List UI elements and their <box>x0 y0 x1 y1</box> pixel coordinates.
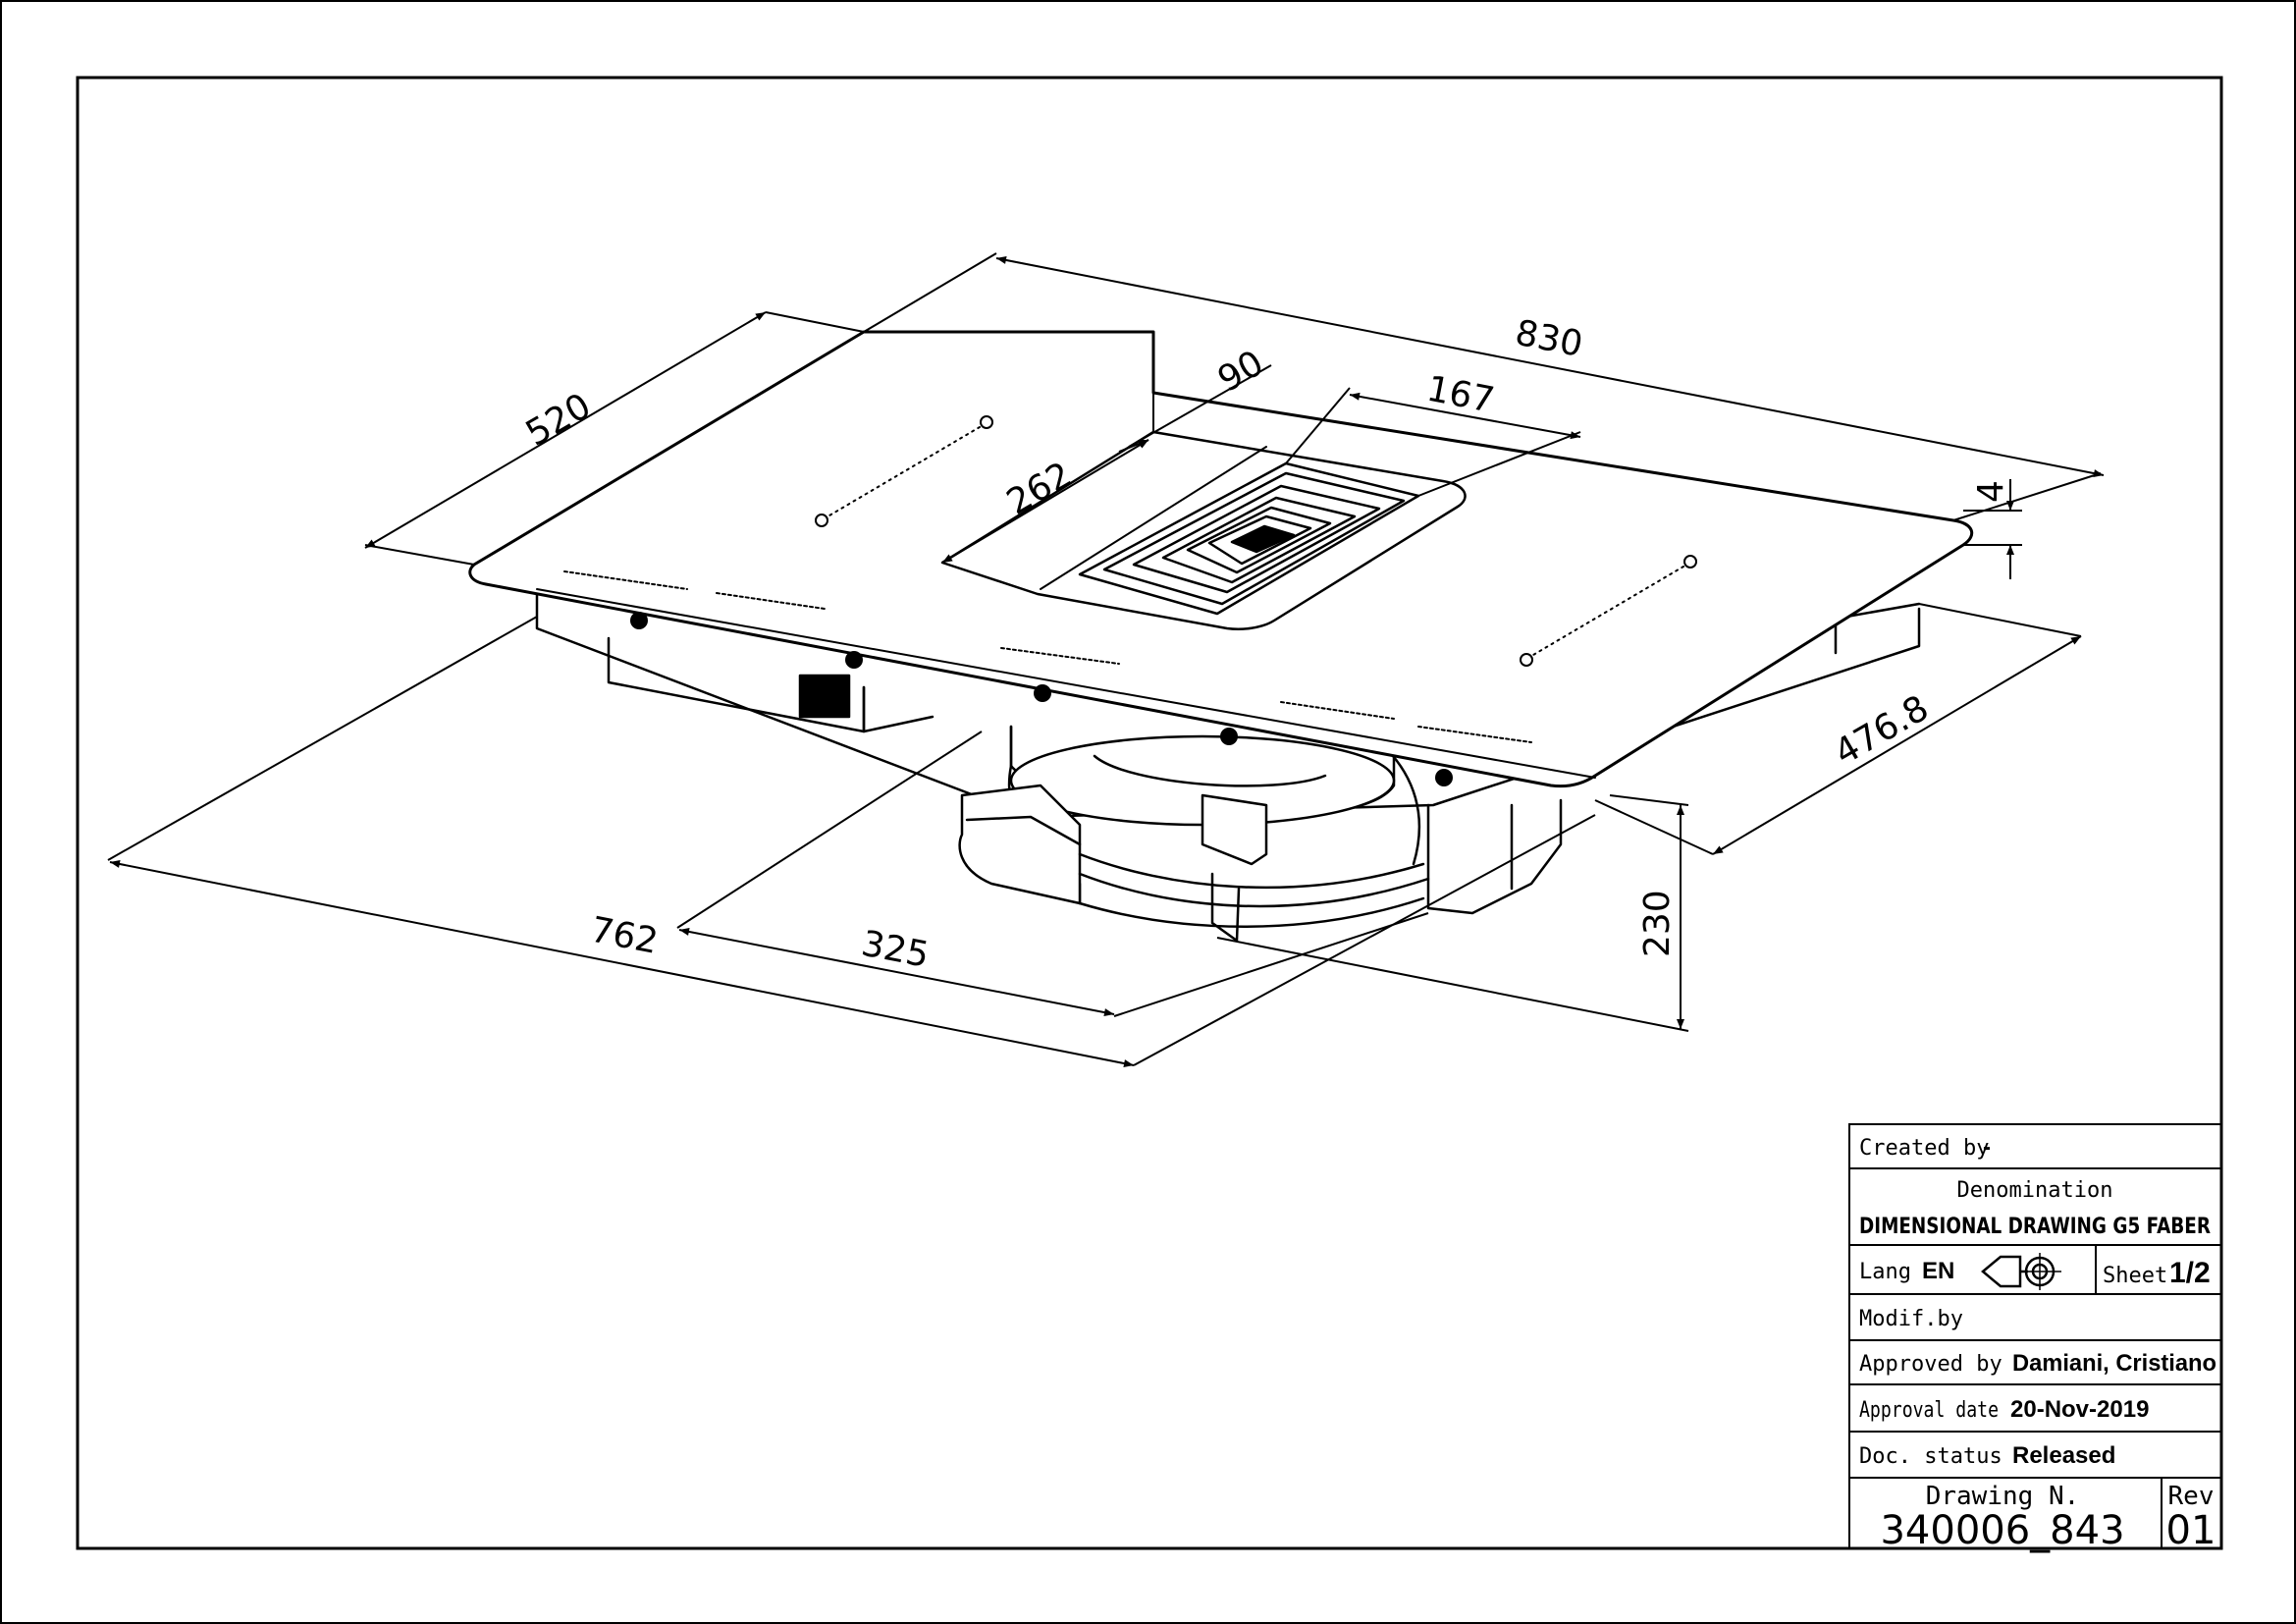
created-by-value: - <box>1983 1134 1991 1161</box>
drawing-no-label: Drawing N. <box>1926 1482 2080 1511</box>
dimension-lines <box>107 252 2105 1067</box>
drawing-frame <box>76 76 2223 1550</box>
dim-520-line <box>364 311 767 549</box>
approved-by-value: Damiani, Cristiano <box>2012 1350 2216 1377</box>
approved-by-label: Approved by <box>1859 1352 2002 1377</box>
dim-325: 325 <box>858 924 932 976</box>
dim-230: 230 <box>1637 890 1678 957</box>
dim-830: 830 <box>1512 313 1585 365</box>
dim-520: 520 <box>519 386 598 455</box>
sheet-value: 1/2 <box>2169 1257 2211 1289</box>
approval-date-value: 20-Nov-2019 <box>2010 1396 2149 1423</box>
dim-167: 167 <box>1423 369 1497 421</box>
denomination-value: DIMENSIONAL DRAWING G5 FABER <box>1859 1215 2211 1239</box>
rev-label: Rev <box>2168 1482 2215 1511</box>
doc-status-value: Released <box>2012 1442 2115 1469</box>
dim-262-line <box>941 439 1149 564</box>
dim-325-line <box>678 927 1115 1017</box>
created-by-label: Created by <box>1859 1136 1989 1161</box>
lang-label: Lang <box>1859 1260 1911 1284</box>
dim-90-line <box>1128 364 1272 448</box>
control-panel-markings <box>563 570 1532 743</box>
sheet-label: Sheet <box>2103 1264 2167 1288</box>
dim-830-line <box>995 255 2105 478</box>
modif-by-label: Modif.by <box>1859 1307 1963 1331</box>
doc-status-label: Doc. status <box>1859 1444 2002 1469</box>
hob-isometric-drawing <box>468 330 1974 943</box>
dim-762-line <box>109 860 1135 1067</box>
extraction-motor-unit <box>958 725 1430 943</box>
dim-90: 90 <box>1211 343 1270 400</box>
dim-762: 762 <box>587 910 661 962</box>
drawing-no-value: 340006_843 <box>1880 1508 2124 1553</box>
lang-value: EN <box>1922 1258 1954 1284</box>
approval-date-label: Approval date <box>1859 1398 1999 1423</box>
denomination-label: Denomination <box>1957 1178 2113 1203</box>
title-block: Created by - Denomination DIMENSIONAL DR… <box>1848 1123 2222 1553</box>
dim-4: 4 <box>1971 480 2011 503</box>
mounting-dots <box>630 612 1453 786</box>
rev-value: 01 <box>2166 1508 2216 1553</box>
dim-476-8-line <box>1712 635 2082 855</box>
dim-167-line <box>1349 392 1581 440</box>
dim-476-8: 476.8 <box>1828 688 1936 774</box>
first-angle-projection-icon <box>1981 1253 2061 1290</box>
